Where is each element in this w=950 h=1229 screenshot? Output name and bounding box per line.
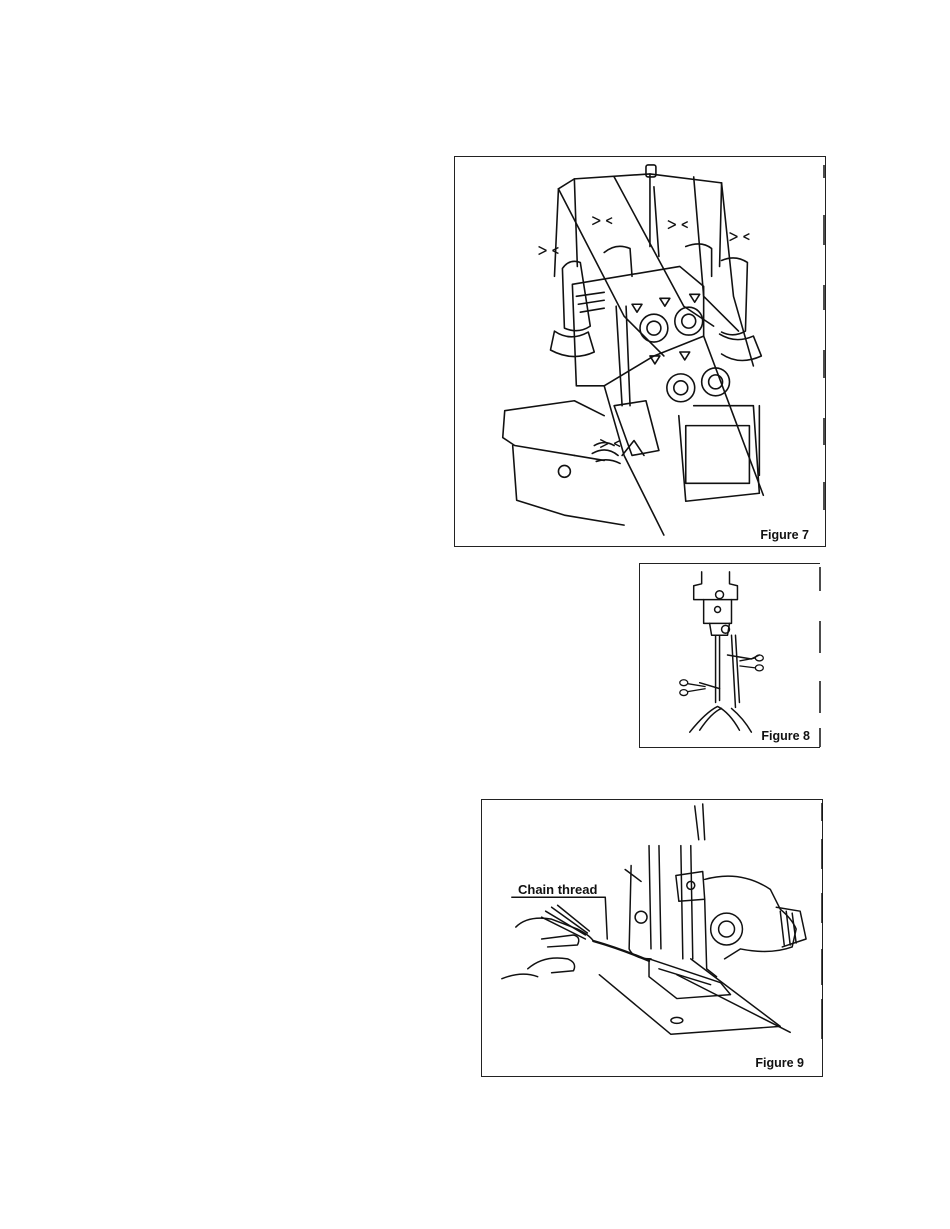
edge-marks-fig8 xyxy=(814,563,826,748)
serger-machine-illustration xyxy=(455,157,825,546)
presser-foot-illustration xyxy=(482,800,822,1076)
needle-closeup-illustration xyxy=(640,564,820,747)
edge-marks-fig7 xyxy=(818,160,830,540)
figure-9-panel: Chain thread Figure 9 xyxy=(481,799,823,1077)
edge-marks-fig9 xyxy=(816,799,828,1079)
figure-9-caption: Figure 9 xyxy=(755,1056,804,1070)
chain-thread-callout: Chain thread xyxy=(518,882,597,897)
figure-7-caption: Figure 7 xyxy=(760,528,809,542)
figure-7-panel: Figure 7 xyxy=(454,156,826,547)
figure-8-panel: Figure 8 xyxy=(639,563,820,748)
figure-8-caption: Figure 8 xyxy=(761,729,810,743)
